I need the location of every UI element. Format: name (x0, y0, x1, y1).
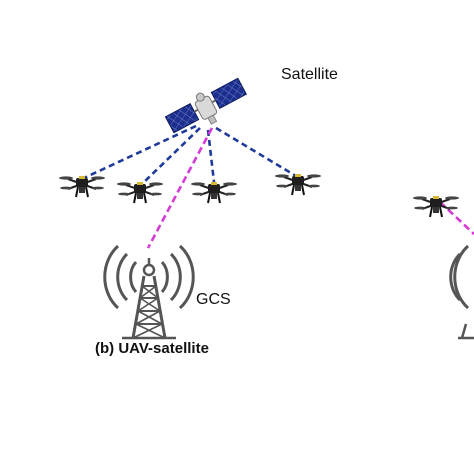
satellite-icon (164, 77, 247, 134)
figure-caption: (b) UAV-satellite (95, 340, 209, 357)
satellite-link-3 (206, 129, 216, 183)
satellite-label: Satellite (281, 66, 338, 83)
radio-tower-icon (103, 244, 195, 340)
satellite-links (83, 124, 297, 185)
gcs-links (146, 127, 474, 249)
satellite-link-4 (215, 126, 297, 178)
satellite-link-1 (83, 124, 197, 180)
drone-icon (190, 181, 238, 204)
radio-tower-icon (449, 244, 474, 340)
gcs-link-right (439, 201, 474, 235)
drone-icon (58, 175, 106, 198)
drone-icon (116, 181, 164, 204)
gcs-link-left (146, 127, 214, 249)
drone-icon (274, 173, 322, 196)
gcs-label: GCS (196, 291, 231, 308)
satellite-link-2 (141, 127, 201, 185)
